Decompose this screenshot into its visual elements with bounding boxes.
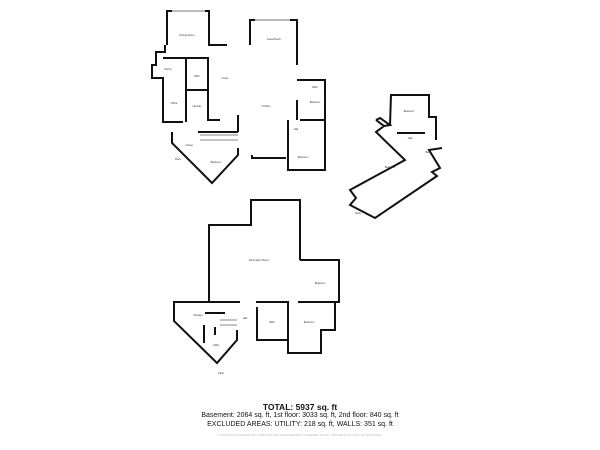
room-label: Laundry (192, 104, 202, 108)
first-floor: Dining Room Great Room Foyer Kitchen Bat… (151, 10, 326, 185)
basement: Recreation Room Bedroom Storage Hall Bat… (173, 199, 340, 375)
room-label: Great Room (267, 37, 281, 41)
room-label: Storage (193, 313, 203, 317)
room-label: Hall (294, 127, 299, 131)
room-label: Bedroom (211, 160, 222, 164)
room-label: Utility (213, 343, 220, 347)
room-label: Patio (218, 371, 224, 375)
room-label: Bath (312, 85, 318, 89)
room-label: Hall (243, 316, 248, 320)
room-label: Bedroom (304, 320, 315, 324)
room-label: Foyer (222, 76, 229, 80)
room-label: Bedroom (385, 165, 396, 169)
room-label: Recreation Room (249, 258, 269, 262)
room-label: Pantry (164, 67, 172, 71)
disclaimer: FLOOR PLAN CREATED BY CUBICASA APP. MEAS… (217, 433, 383, 437)
room-label: Office (171, 101, 178, 105)
room-label: Deck (355, 211, 362, 215)
room-label: Bedroom (310, 100, 321, 104)
room-label: Bath (425, 150, 431, 154)
excluded-areas: EXCLUDED AREAS: UTILITY: 218 sq. ft, WAL… (207, 421, 393, 428)
room-label: Deck (175, 157, 182, 161)
second-floor: Bedroom Bedroom Bath Hall Deck (348, 94, 443, 220)
level-areas: Basement: 2064 sq. ft, 1st floor: 3033 s… (201, 412, 399, 419)
room-label: Dining Room (180, 33, 195, 37)
room-label: Bath (194, 74, 200, 78)
room-label: Bedroom (315, 281, 326, 285)
room-label: Bedroom (404, 109, 415, 113)
room-label: Bedroom (298, 155, 309, 159)
room-label: Kitchen (262, 104, 271, 108)
room-label: Closet (185, 143, 193, 147)
total-area: TOTAL: 5937 sq. ft (262, 402, 338, 412)
room-label: Bath (269, 320, 275, 324)
room-label: Hall (408, 136, 413, 140)
